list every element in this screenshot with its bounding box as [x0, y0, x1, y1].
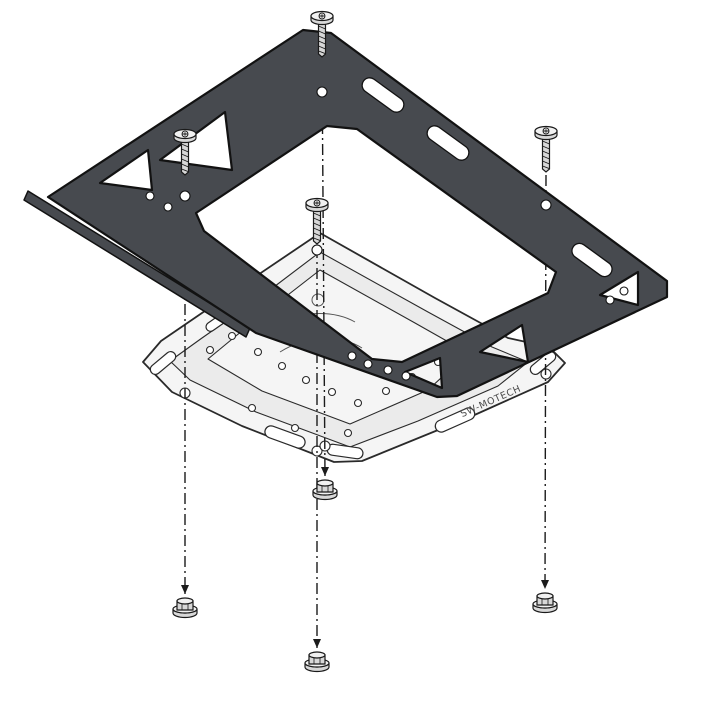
- nut-lower-right: [532, 592, 558, 614]
- hole: [381, 386, 391, 396]
- luggage-rack: [23, 28, 669, 399]
- hole: [277, 361, 287, 371]
- plate-slots: [149, 310, 557, 460]
- arrowhead: [541, 580, 549, 589]
- nut-upper-center: [312, 479, 338, 501]
- hole: [343, 428, 353, 438]
- hole: [363, 359, 373, 369]
- hole: [347, 351, 357, 361]
- rack-slot: [361, 77, 405, 113]
- plate-slot: [434, 407, 476, 433]
- arrowhead: [181, 585, 189, 594]
- hole: [247, 403, 257, 413]
- nuts-layer: [172, 479, 558, 673]
- hole: [290, 423, 300, 433]
- hole: [605, 295, 615, 305]
- nut-lower-center: [304, 651, 330, 673]
- hole: [353, 398, 363, 408]
- hole: [401, 371, 411, 381]
- nut-lower-left: [172, 597, 198, 619]
- luggage-rack-frame: [46, 28, 669, 399]
- bolt-hole: [311, 244, 323, 256]
- screw-right: [534, 125, 558, 173]
- rack-slot: [426, 125, 470, 161]
- bolt-hole: [316, 86, 328, 98]
- hole: [619, 286, 629, 296]
- bolt-hole: [540, 199, 552, 211]
- hole: [301, 375, 311, 385]
- rack-slot: [571, 242, 613, 278]
- hole: [327, 387, 337, 397]
- hole: [205, 345, 215, 355]
- rack-slots: [361, 77, 613, 278]
- hole: [253, 347, 263, 357]
- plate-slot: [149, 350, 177, 376]
- arrowhead: [321, 467, 329, 476]
- rack-holes: [145, 86, 629, 381]
- bolt-hole: [179, 190, 191, 202]
- hole: [227, 331, 237, 341]
- hole: [383, 365, 393, 375]
- arrowhead: [313, 639, 321, 648]
- plate-slot: [264, 425, 306, 449]
- hole: [163, 202, 173, 212]
- rack-side-rail: [23, 190, 251, 338]
- hole: [145, 191, 155, 201]
